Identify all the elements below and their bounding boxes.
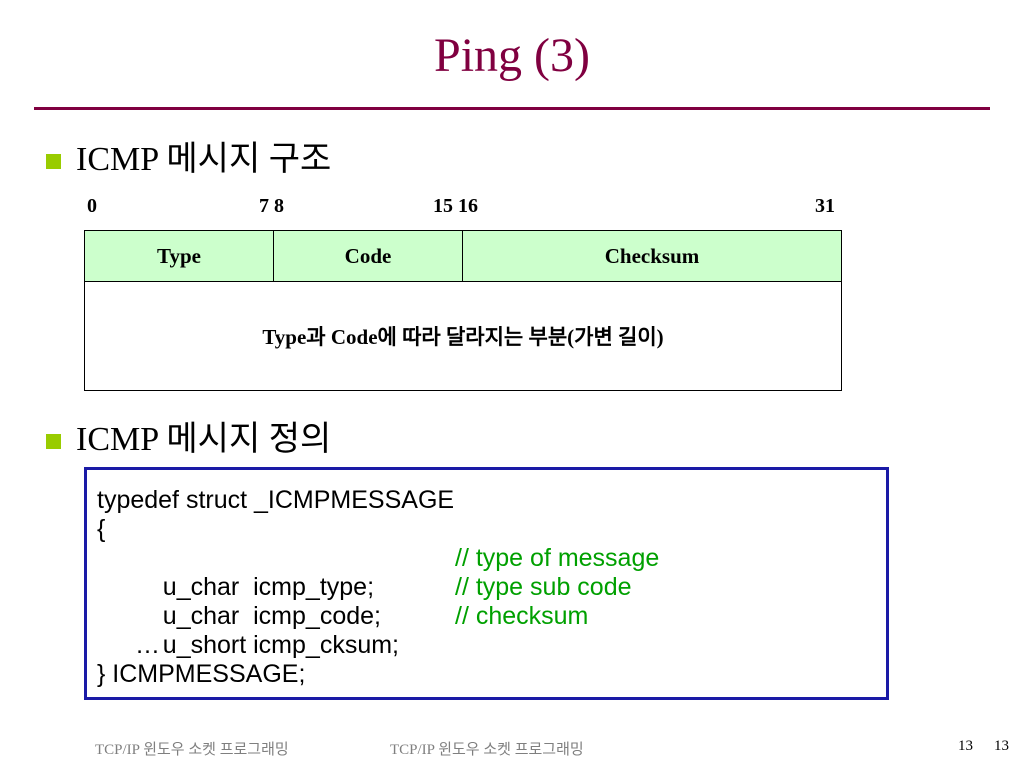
section-heading-definition: ICMP 메시지 정의 — [76, 421, 332, 458]
code-line: u_short icmp_cksum; // checksum — [97, 602, 886, 659]
bit-label-15-16: 15 16 — [433, 195, 478, 217]
code-block: typedef struct _ICMPMESSAGE { u_char icm… — [84, 467, 889, 700]
section-heading-structure: ICMP 메시지 구조 — [76, 141, 332, 178]
code-text: u_char icmp_type; — [162, 573, 375, 601]
code-comment: // type of message — [455, 544, 660, 572]
code-text: u_char icmp_code; — [162, 602, 381, 630]
footer-center-text: TCP/IP 윈도우 소켓 프로그래밍 — [390, 742, 584, 758]
code-comment: // type sub code — [455, 573, 632, 601]
footer-left-text: TCP/IP 윈도우 소켓 프로그래밍 — [95, 742, 289, 758]
code-line: … — [135, 631, 160, 659]
page-number: 13 — [958, 738, 973, 754]
icmp-message-table: Type Code Checksum Type과 Code에 따라 달라지는 부… — [84, 230, 842, 391]
page-number: 13 — [994, 738, 1009, 754]
code-line: u_char icmp_type; // type of message — [97, 544, 886, 601]
code-line: { — [97, 515, 106, 543]
code-line: u_char icmp_code; // type sub code — [97, 573, 886, 630]
bit-label-7-8: 7 8 — [259, 195, 284, 217]
bullet-square-icon — [46, 154, 61, 169]
slide-title: Ping (3) — [434, 29, 590, 82]
field-code: Code — [274, 231, 463, 282]
title-divider — [34, 107, 990, 110]
code-line: typedef struct _ICMPMESSAGE — [97, 486, 455, 514]
code-comment: // checksum — [455, 602, 589, 630]
field-variable-body: Type과 Code에 따라 달라지는 부분(가변 길이) — [262, 325, 664, 349]
bullet-square-icon — [46, 434, 61, 449]
bit-label-0: 0 — [87, 195, 97, 217]
code-line: } ICMPMESSAGE; — [97, 660, 306, 688]
code-text: u_short icmp_cksum; — [162, 631, 399, 659]
bit-label-31: 31 — [815, 195, 835, 217]
field-checksum: Checksum — [463, 231, 841, 282]
field-type: Type — [85, 231, 274, 282]
